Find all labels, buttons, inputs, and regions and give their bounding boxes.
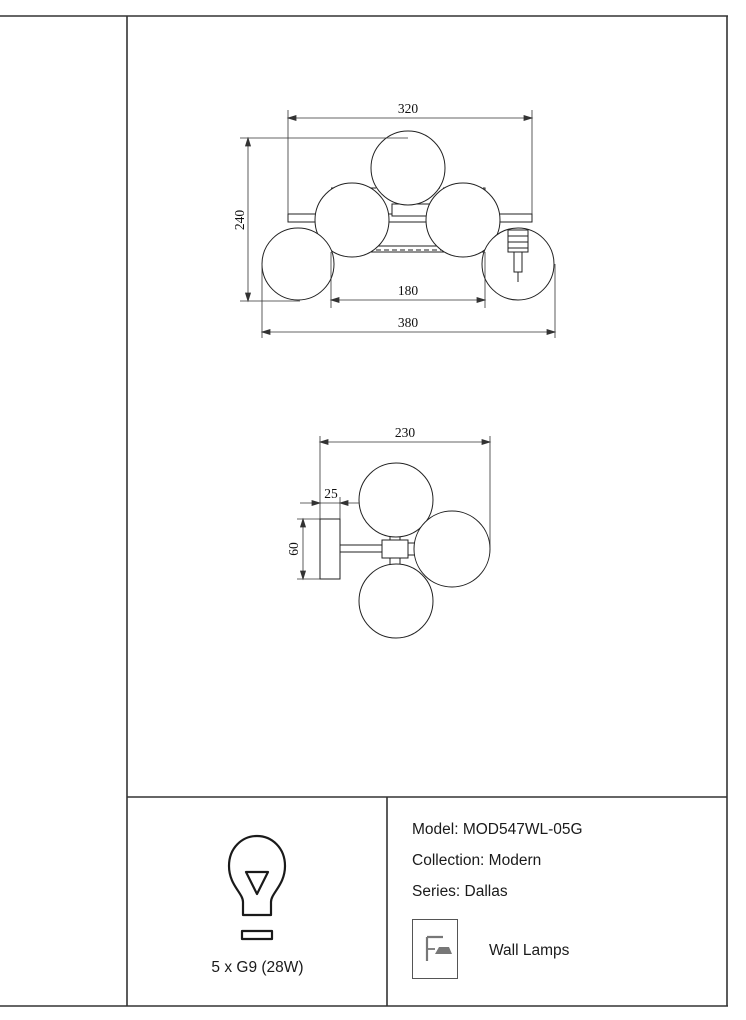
front-view-dimension-labels: 320 240 180 380 <box>232 101 418 330</box>
front-view-dimensions <box>240 110 557 338</box>
series-text: Series: Dallas <box>412 883 508 900</box>
side-view-dimensions <box>297 436 492 581</box>
dim-label-240: 240 <box>232 210 247 231</box>
dim-label-25: 25 <box>324 486 338 501</box>
dim-label-380: 380 <box>398 315 419 330</box>
wall-lamp-icon-box <box>412 919 458 979</box>
dim-label-320: 320 <box>398 101 419 116</box>
lightbulb-icon <box>227 834 287 941</box>
side-view-dimension-labels: 230 25 60 <box>286 425 415 556</box>
dim-label-60: 60 <box>286 542 301 556</box>
category-label: Wall Lamps <box>489 942 570 959</box>
sheet-frame <box>0 15 728 1007</box>
wall-lamp-icon <box>425 935 452 961</box>
model-text: Model: MOD547WL-05G <box>412 821 583 838</box>
collection-text: Collection: Modern <box>412 852 542 869</box>
front-view-drawing <box>261 130 555 301</box>
side-view-drawing <box>319 462 491 639</box>
dim-label-230: 230 <box>395 425 416 440</box>
dim-label-180: 180 <box>398 283 419 298</box>
bulb-caption: 5 x G9 (28W) <box>211 959 304 976</box>
